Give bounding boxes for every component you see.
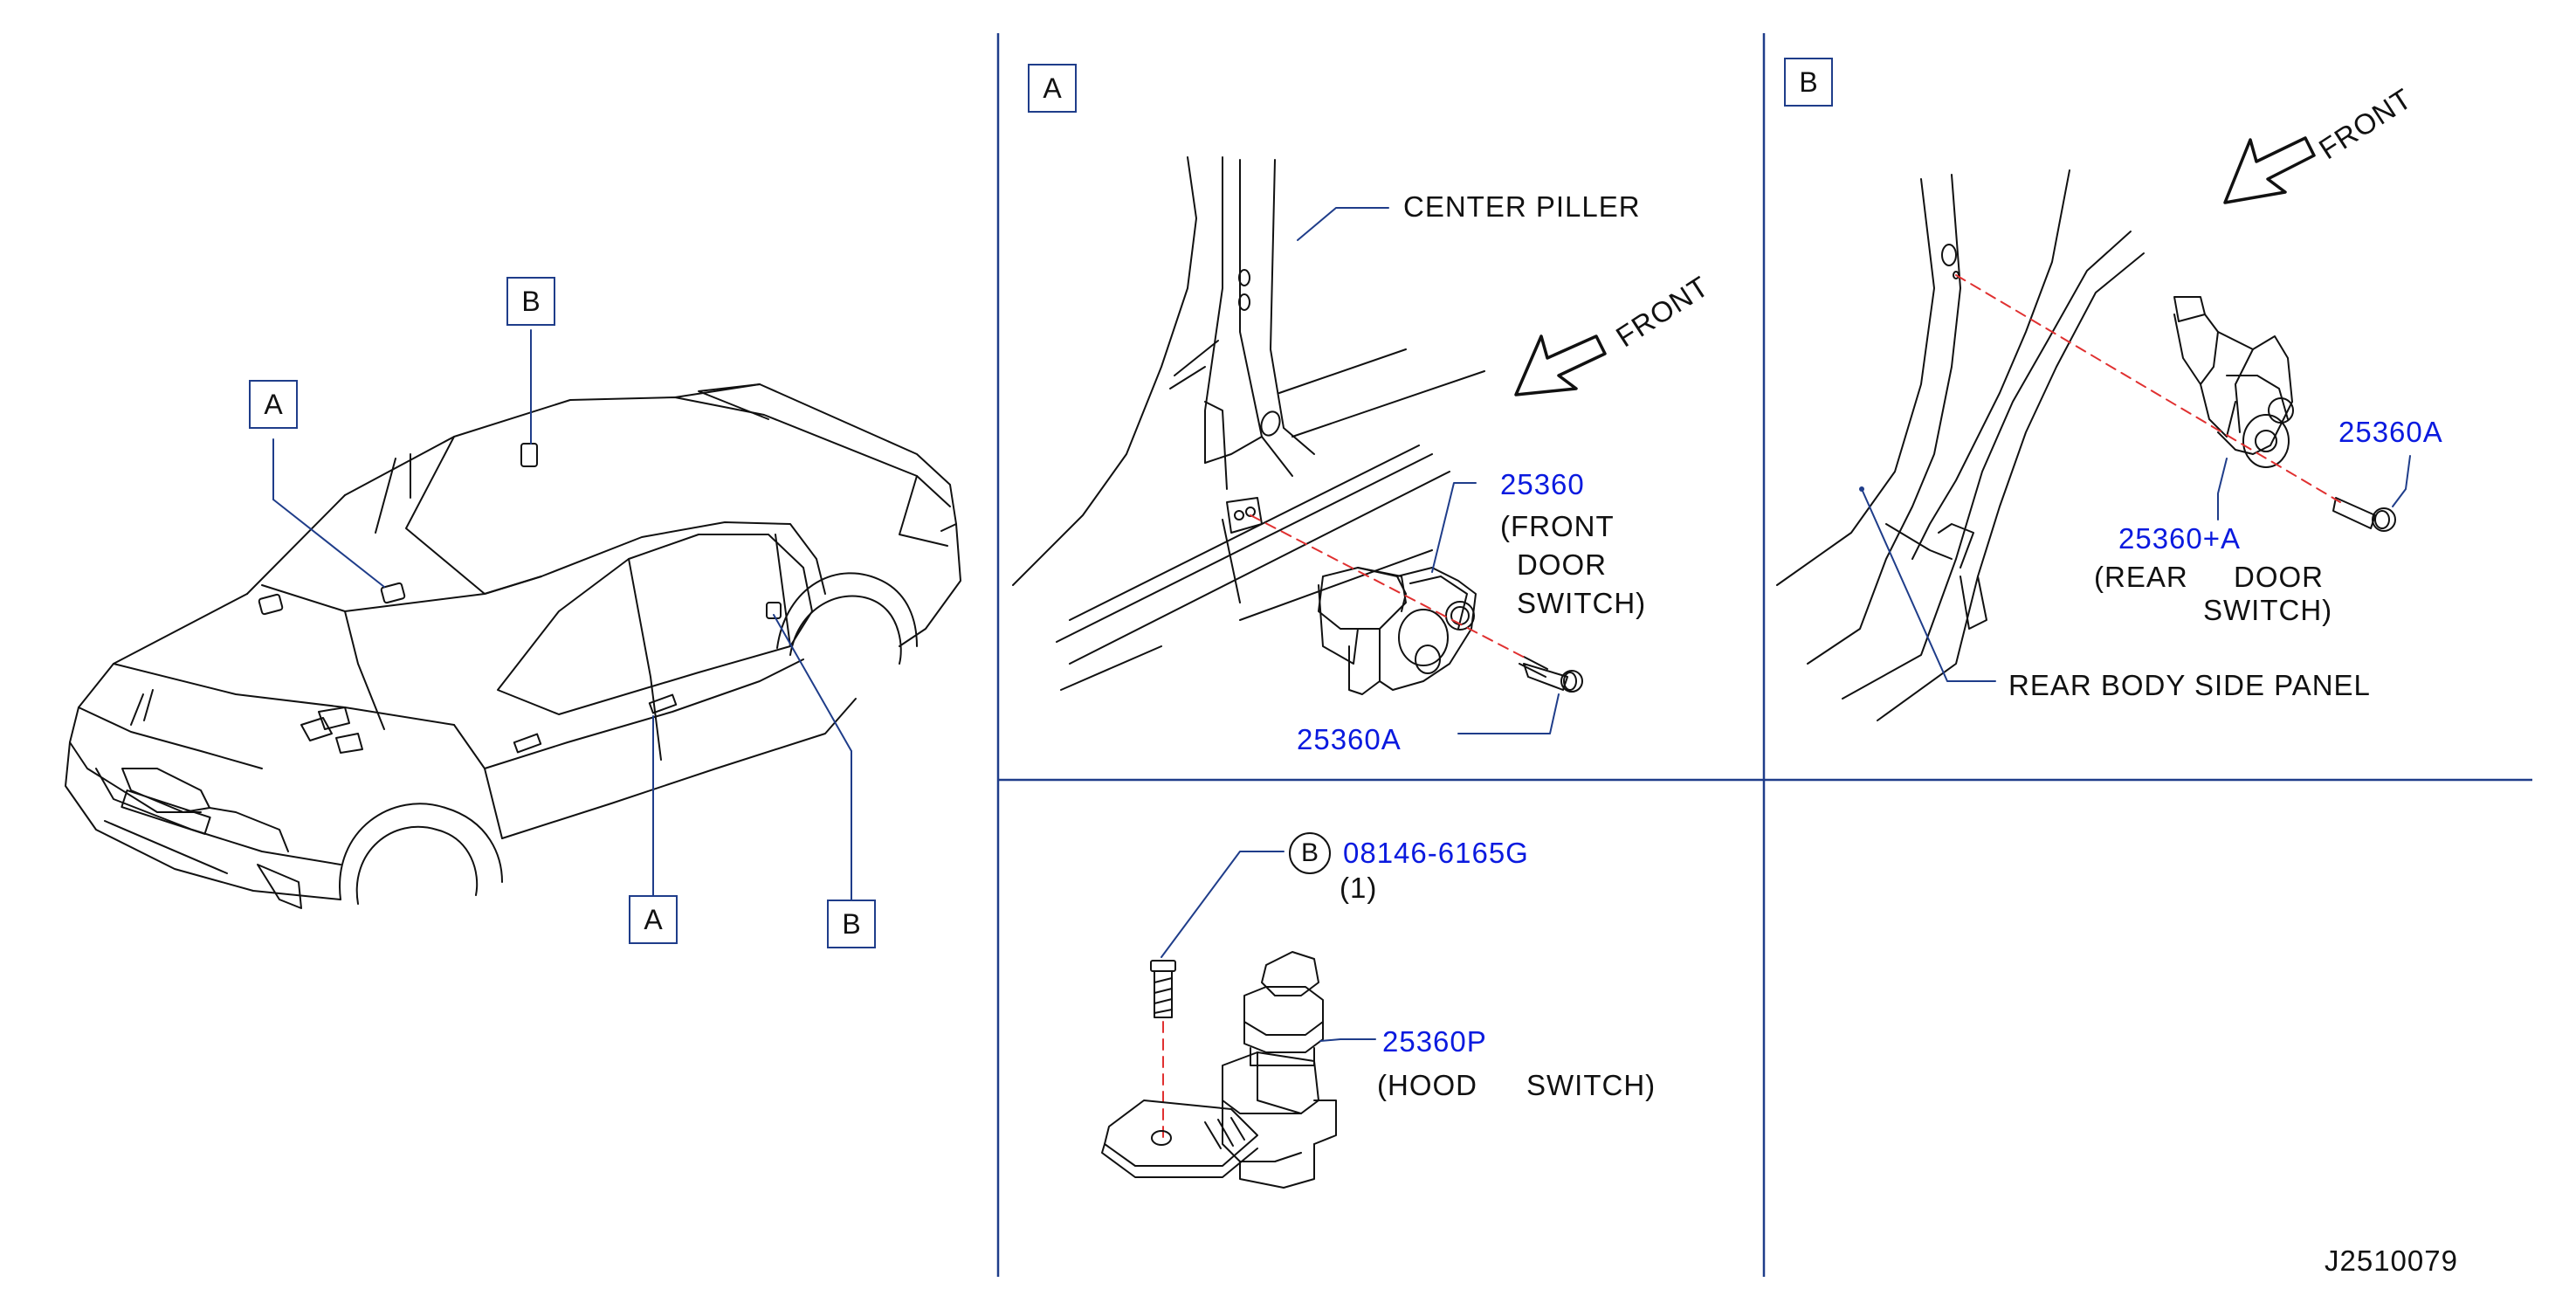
drawing-id: J2510079 — [2325, 1244, 2458, 1277]
hood-switch-part-number: 25360P — [1382, 1025, 1487, 1058]
front-door-switch-desc-3: SWITCH) — [1517, 587, 1647, 619]
rear-door-switch-desc-1: (REAR — [2094, 561, 2188, 593]
bolt-marker-letter: B — [1300, 838, 1319, 867]
bolt-part-number: 08146-6165G — [1343, 837, 1529, 869]
front-door-switch-desc-2: DOOR — [1517, 548, 1607, 581]
center-pillar-label: CENTER PILLER — [1403, 190, 1641, 223]
callout-letter: A — [264, 388, 283, 420]
panel-b-illustration — [1776, 136, 2411, 721]
overview-callout-b-bottom: B — [827, 900, 876, 948]
bolt-quantity: (1) — [1340, 872, 1378, 904]
rear-door-screw-part-number: 25360A — [2338, 416, 2443, 448]
rear-door-switch-desc-2: DOOR — [2234, 561, 2324, 593]
hood-switch-desc-1: (HOOD — [1377, 1069, 1477, 1101]
front-door-switch-part-number: 25360 — [1500, 468, 1585, 500]
hood-switch-desc-2: SWITCH) — [1526, 1069, 1656, 1101]
panel-tag-letter: A — [1043, 72, 1062, 104]
bolt-marker-b: B — [1289, 832, 1331, 874]
rear-door-switch-part-number: 25360+A — [2118, 522, 2242, 555]
overview-callout-a-top: A — [249, 380, 298, 429]
front-door-switch-desc-1: (FRONT — [1500, 510, 1615, 542]
front-door-screw-part-number: 25360A — [1297, 723, 1402, 755]
panel-a-tag: A — [1028, 64, 1077, 113]
panel-dividers — [996, 33, 2532, 1277]
callout-letter: B — [842, 907, 861, 940]
panel-b-tag: B — [1784, 58, 1833, 107]
panel-a-illustration — [1012, 156, 1607, 734]
rear-body-side-panel-label: REAR BODY SIDE PANEL — [2008, 669, 2371, 701]
callout-letter: B — [521, 285, 541, 317]
overview-callout-a-bottom: A — [629, 895, 678, 944]
panel-tag-letter: B — [1799, 65, 1818, 98]
rear-door-switch-desc-3: SWITCH) — [2203, 594, 2333, 626]
car-overview-illustration — [65, 329, 961, 909]
hood-switch-illustration — [1101, 851, 1376, 1189]
overview-callout-b-top: B — [506, 277, 555, 326]
callout-letter: A — [644, 903, 663, 935]
